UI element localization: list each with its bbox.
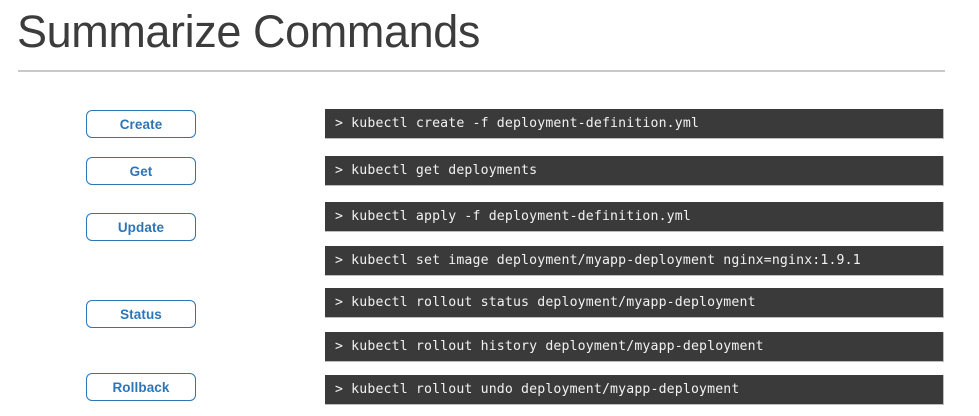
category-button-create[interactable]: Create xyxy=(86,110,196,138)
command-text: > kubectl set image deployment/myapp-dep… xyxy=(335,253,861,268)
command-bar: > kubectl create -f deployment-definitio… xyxy=(325,109,944,139)
command-text: > kubectl get deployments xyxy=(335,163,538,178)
command-text: > kubectl rollout history deployment/mya… xyxy=(335,339,764,354)
command-bar: > kubectl rollout status deployment/myap… xyxy=(325,288,944,318)
command-bar: > kubectl rollout history deployment/mya… xyxy=(325,332,944,362)
command-bar: > kubectl apply -f deployment-definition… xyxy=(325,202,944,232)
command-bar: > kubectl rollout undo deployment/myapp-… xyxy=(325,375,944,405)
command-text: > kubectl create -f deployment-definitio… xyxy=(335,116,700,131)
command-bar: > kubectl set image deployment/myapp-dep… xyxy=(325,246,944,276)
command-text: > kubectl rollout undo deployment/myapp-… xyxy=(335,382,740,397)
command-text: > kubectl apply -f deployment-definition… xyxy=(335,209,691,224)
category-button-status[interactable]: Status xyxy=(86,300,196,328)
command-text: > kubectl rollout status deployment/myap… xyxy=(335,295,756,310)
category-button-get[interactable]: Get xyxy=(86,157,196,185)
command-bar: > kubectl get deployments xyxy=(325,156,944,186)
category-button-update[interactable]: Update xyxy=(86,213,196,241)
page-title: Summarize Commands xyxy=(17,6,480,57)
category-button-rollback[interactable]: Rollback xyxy=(86,373,196,401)
title-divider xyxy=(18,70,945,72)
